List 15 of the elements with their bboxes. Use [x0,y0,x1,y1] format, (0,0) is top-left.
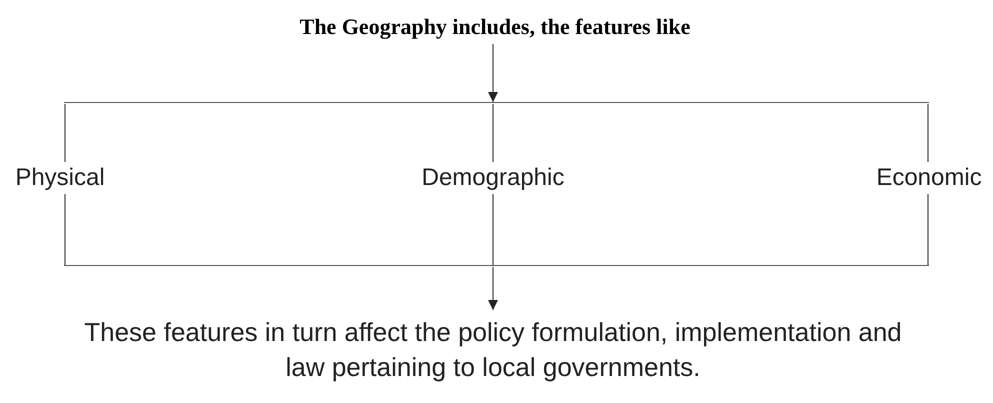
connector-line [64,104,66,162]
bracket-line [64,102,929,104]
connector-line [492,104,494,162]
feature-label: Economic [876,163,982,193]
conclusion-text: These features in turn affect the policy formulation, implementation and law pertaining to local governments. [83,316,903,384]
heading-text: The Geography includes, the features like [300,12,690,41]
connector-line [492,194,494,265]
arrow [488,267,498,310]
connector-line [927,194,929,265]
feature-label: Demographic [422,163,564,193]
bracket-line [64,265,929,267]
arrow [488,44,498,102]
connector-line [927,104,929,162]
connector-line [64,194,66,265]
feature-label: Physical [15,163,105,193]
